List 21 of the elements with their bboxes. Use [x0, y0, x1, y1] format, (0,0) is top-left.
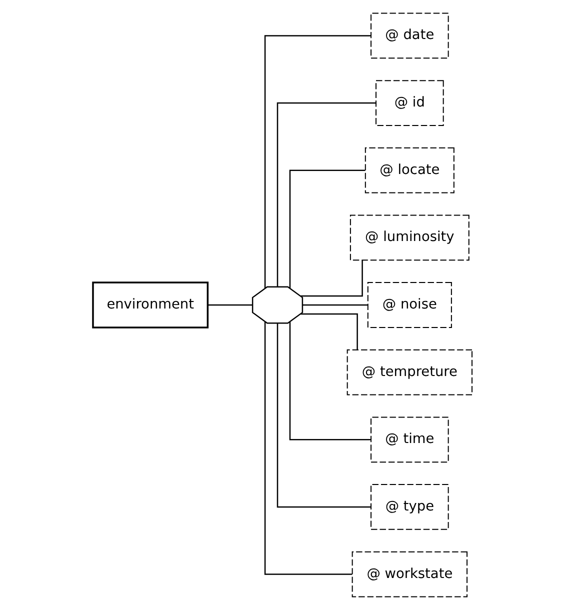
connector [207, 304, 252, 306]
connector [300, 313, 358, 350]
connector [276, 102, 376, 287]
connector [302, 304, 368, 306]
node-box: @ type [370, 484, 448, 530]
node-box: @ id [375, 80, 444, 126]
node-box: @ tempreture [346, 349, 472, 396]
node-octagon [251, 286, 303, 324]
node-box: @ workstate [351, 551, 468, 598]
node-box: @ locate [364, 147, 454, 194]
node-box: @ time [370, 416, 448, 463]
connector [300, 260, 362, 297]
connector [264, 35, 370, 288]
node-box: @ noise [366, 282, 452, 328]
connector [288, 170, 365, 288]
connector [264, 322, 352, 575]
connector [288, 322, 370, 440]
node-box: @ luminosity [349, 214, 469, 261]
node-box: @ date [370, 12, 448, 59]
connector [276, 323, 370, 508]
node-box: environment [92, 282, 208, 328]
